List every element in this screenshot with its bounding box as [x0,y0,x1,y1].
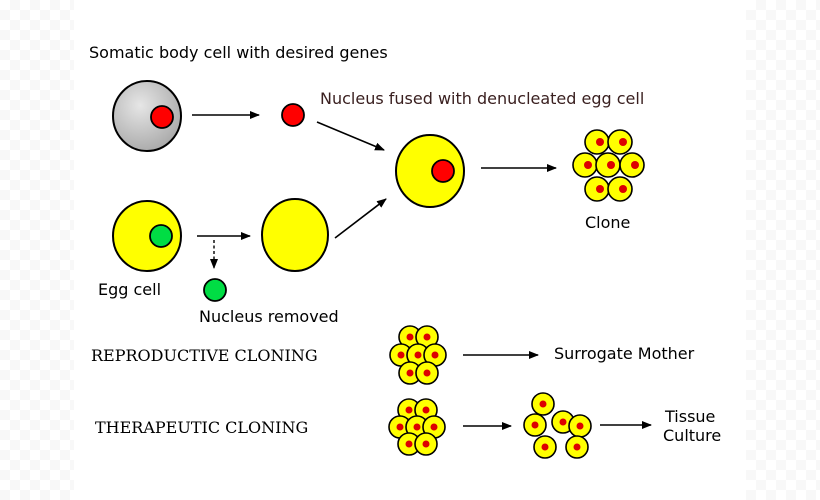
removed-nucleus [203,278,227,302]
tissue-label: Tissue [664,407,715,426]
therapeutic-cloning-label: THERAPEUTIC CLONING [95,418,308,437]
surrogate-mother-label: Surrogate Mother [554,344,695,363]
background-pattern-right [746,0,820,500]
denucleated-egg-cell [261,198,329,272]
arrow-to-fusion-bottom [334,198,387,239]
reproductive-clone-cluster [389,325,447,385]
background-pattern-left [0,0,74,500]
donor-nucleus [281,103,305,127]
reproductive-cloning-label: REPRODUCTIVE CLONING [91,346,318,365]
clone-label: Clone [585,213,630,232]
somatic-cell [112,80,182,152]
therapeutic-clone-cluster [388,398,446,456]
fusion-label: Nucleus fused with denucleated egg cell [320,89,644,108]
somatic-cell-label: Somatic body cell with desired genes [89,43,388,62]
nucleus-removed-label: Nucleus removed [199,307,339,326]
fused-cell [395,134,465,208]
clone-cluster [572,129,645,202]
culture-label: Culture [663,426,721,445]
egg-cell [112,200,182,272]
arrow-to-fusion-top [316,121,385,151]
separated-cells [523,392,592,459]
egg-cell-label: Egg cell [98,280,161,299]
